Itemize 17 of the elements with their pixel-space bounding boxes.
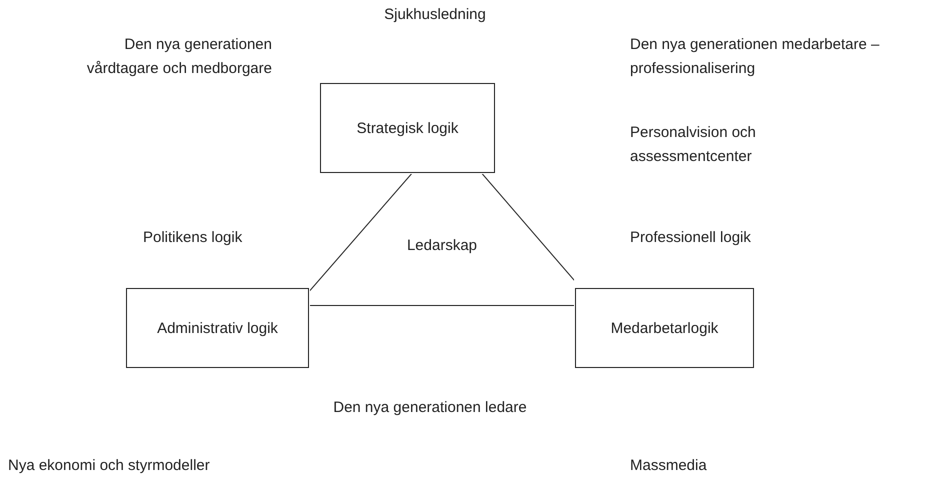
- node-label: Ledarskap: [406, 237, 478, 254]
- process-box: [126, 288, 309, 368]
- node-label: Medarbetarlogik: [610, 320, 718, 336]
- triangle: [310, 174, 574, 306]
- text-label: Personalvision och assessmentcenter: [630, 123, 757, 167]
- text-label: Professionell logik: [630, 228, 752, 248]
- text-label: Massmedia: [630, 456, 708, 476]
- node-label: Strategisk logik: [356, 120, 458, 136]
- text-label: Sjukhusledning: [383, 5, 487, 25]
- text-label: Politikens logik: [143, 228, 244, 248]
- node-label: Administrativ logik: [157, 320, 278, 336]
- text-label: Den nya generationen medarbetare – professionalisering: [630, 35, 880, 79]
- process-box: [320, 83, 495, 173]
- text-label: Den nya generationen vårdtagare och medborgare: [86, 35, 272, 79]
- text-label: Nya ekonomi och styrmodeller: [8, 456, 211, 476]
- text-label: Den nya generationen ledare: [332, 398, 528, 418]
- process-box: [575, 288, 754, 368]
